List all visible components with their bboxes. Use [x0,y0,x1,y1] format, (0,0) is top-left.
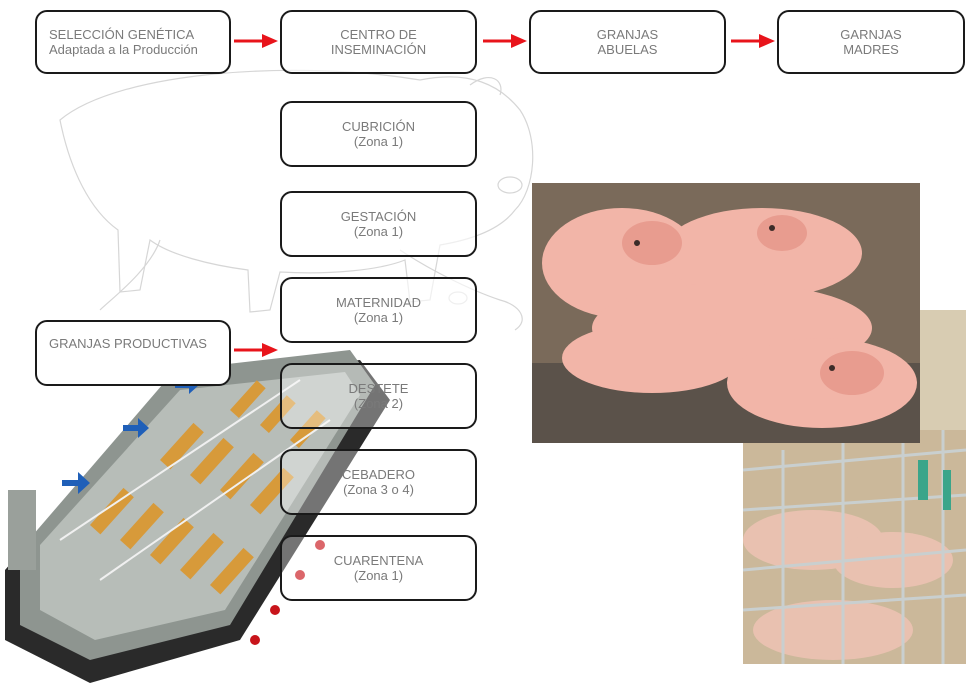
node-label-line1: SELECCIÓN GENÉTICA [49,27,195,42]
node-cubricion: CUBRICIÓN (Zona 1) [280,101,477,167]
node-label-line1: GRANJAS PRODUCTIVAS [49,336,207,351]
node-seleccion-genetica: SELECCIÓN GENÉTICA Adaptada a la Producc… [35,10,231,74]
node-cebadero: CEBADERO (Zona 3 o 4) [280,449,477,515]
node-destete: DESTETE (Zona 2) [280,363,477,429]
node-label-line2: MADRES [843,42,899,57]
node-label-line1: GRANJAS [596,27,659,42]
piglets-photo [532,183,920,443]
node-label-line2: (Zona 1) [353,134,404,149]
node-label-line1: GESTACIÓN [340,209,417,224]
blue-arrow-2 [123,418,149,438]
arrow-abuelas-to-madres [731,34,775,48]
node-label-line2: (Zona 2) [353,396,404,411]
node-label-line1: CUARENTENA [333,553,424,568]
node-label-line2: (Zona 1) [353,224,404,239]
node-centro-inseminacion: CENTRO DE INSEMINACIÓN [280,10,477,74]
node-label-line2: ABUELAS [597,42,658,57]
arrow-centro-to-abuelas [483,34,527,48]
node-maternidad: MATERNIDAD (Zona 1) [280,277,477,343]
node-cuarentena: CUARENTENA (Zona 1) [280,535,477,601]
arrow-seleccion-to-centro [234,34,278,48]
node-granjas-abuelas: GRANJAS ABUELAS [529,10,726,74]
node-label-line1: CENTRO DE [340,27,417,42]
node-label-line1: CEBADERO [342,467,415,482]
node-label-line2: INSEMINACIÓN [330,42,427,57]
node-label-line1: CUBRICIÓN [342,119,415,134]
node-label-line2: Adaptada a la Producción [49,42,198,57]
node-label-line1: DESTETE [348,381,409,396]
node-granjas-productivas: GRANJAS PRODUCTIVAS [35,320,231,386]
node-gestacion: GESTACIÓN (Zona 1) [280,191,477,257]
node-label-line1: MATERNIDAD [336,295,421,310]
node-label-line1: GARNJAS [840,27,902,42]
node-granjas-madres: GARNJAS MADRES [777,10,965,74]
node-label-line2: (Zona 1) [353,310,404,325]
node-label-line2: (Zona 3 o 4) [343,482,414,497]
blue-arrow-3 [62,472,90,494]
arrow-productivas-to-stages [234,343,278,357]
node-label-line2: (Zona 1) [353,568,404,583]
